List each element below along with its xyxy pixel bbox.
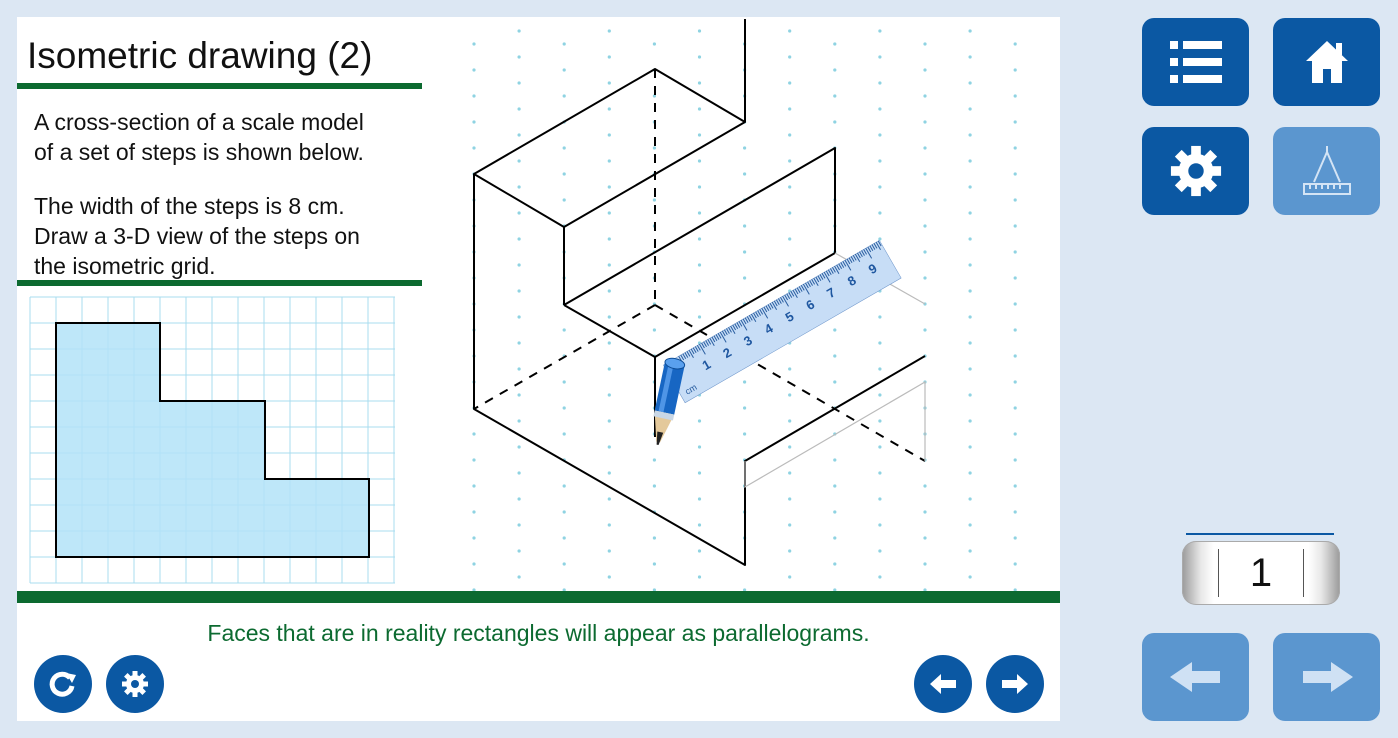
question-divider <box>17 280 422 286</box>
main-panel: Isometric drawing (2) A cross-section of… <box>17 17 1060 721</box>
title-divider <box>17 83 422 89</box>
counter-tick <box>1303 549 1304 597</box>
small-settings-button[interactable] <box>106 655 164 713</box>
question-line: Draw a 3-D view of the steps on <box>34 223 360 249</box>
arrow-right-icon <box>1302 662 1353 692</box>
list-icon <box>1169 41 1222 83</box>
gear-icon <box>1170 145 1221 197</box>
footer-divider <box>17 591 1060 603</box>
question-text-2: The width of the steps is 8 cm. Draw a 3… <box>34 191 434 281</box>
settings-button[interactable] <box>1142 127 1249 215</box>
arrow-right-icon <box>1002 674 1028 694</box>
reset-button[interactable] <box>34 655 92 713</box>
next-page-button[interactable] <box>1273 633 1380 721</box>
question-line: of a set of steps is shown below. <box>34 139 364 165</box>
prev-page-button[interactable] <box>1142 633 1249 721</box>
compass-ruler-icon <box>1302 146 1351 195</box>
home-icon <box>1305 41 1348 83</box>
arrow-left-icon <box>930 674 956 694</box>
isometric-grid[interactable] <box>427 17 1060 599</box>
step-counter: 1 <box>1182 541 1340 605</box>
step-counter-value: 1 <box>1249 551 1273 595</box>
hidden-edges <box>473 69 926 462</box>
page-title: Isometric drawing (2) <box>27 35 373 76</box>
ruler-body <box>662 239 903 404</box>
menu-button[interactable] <box>1142 18 1249 106</box>
tools-button[interactable] <box>1273 127 1380 215</box>
next-step-button[interactable] <box>986 655 1044 713</box>
counter-divider <box>1186 533 1334 535</box>
cross-section-grid <box>29 296 395 584</box>
pencil-icon[interactable] <box>649 351 691 461</box>
prev-step-button[interactable] <box>914 655 972 713</box>
home-button[interactable] <box>1273 18 1380 106</box>
cross-section-shape <box>55 322 370 558</box>
hint-text: Faces that are in reality rectangles wil… <box>207 620 870 646</box>
counter-tick <box>1218 549 1219 597</box>
refresh-icon <box>49 671 76 697</box>
gear-icon <box>122 671 148 697</box>
question-line: the isometric grid. <box>34 253 216 279</box>
question-text-1: A cross-section of a scale model of a se… <box>34 107 434 167</box>
arrow-left-icon <box>1169 662 1220 692</box>
question-line: A cross-section of a scale model <box>34 109 364 135</box>
question-line: The width of the steps is 8 cm. <box>34 193 345 219</box>
